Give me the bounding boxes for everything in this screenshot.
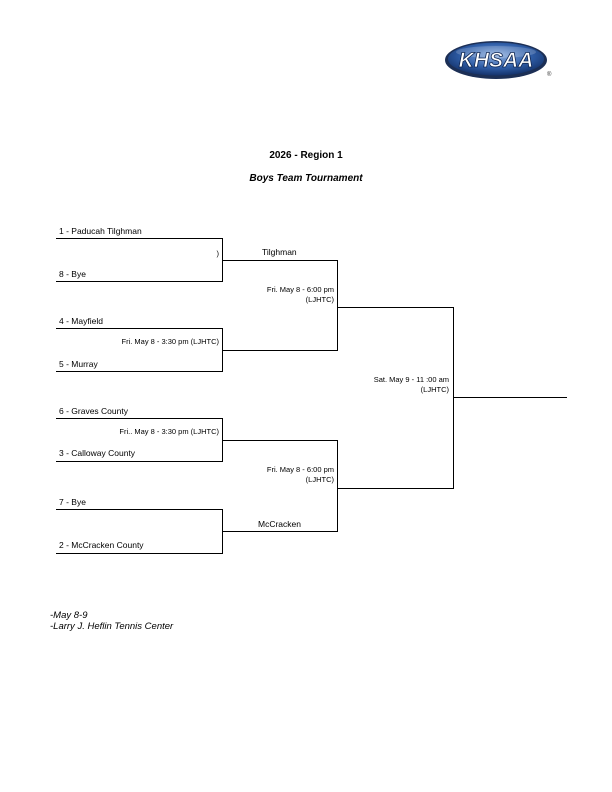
bracket-line [56, 371, 223, 372]
champion-line [453, 397, 567, 398]
bracket-line [337, 260, 338, 350]
bracket-line [222, 440, 337, 441]
bracket-line [56, 461, 223, 462]
bracket-line [56, 238, 222, 239]
bracket-line [222, 328, 223, 371]
final-info-line2: (LJHTC) [420, 385, 449, 394]
page-title: 2026 - Region 1 [269, 150, 343, 161]
semifinal-2-info-line2: (LJHTC) [305, 475, 334, 484]
seed-7-team: 7 - Bye [59, 497, 86, 507]
semifinal-2-winner: McCracken [258, 519, 301, 529]
seed-3-team: 3 - Calloway County [59, 448, 136, 458]
final-info-line1: Sat. May 9 - 11 :00 am [373, 375, 449, 384]
notes-venue: -Larry J. Heflin Tennis Center [50, 621, 174, 632]
match-2-info: Fri. May 8 - 3:30 pm (LJHTC) [121, 337, 219, 346]
semifinal-1-info-line2: (LJHTC) [305, 295, 334, 304]
seed-2-team: 2 - McCracken County [59, 540, 144, 550]
seed-8-team: 8 - Bye [59, 269, 86, 279]
bracket-line [56, 553, 223, 554]
bracket-line [222, 238, 223, 281]
seed-5-team: 5 - Murray [59, 359, 98, 369]
bracket-line [222, 531, 338, 532]
bracket-line [56, 328, 222, 329]
match-1-info: ) [216, 249, 220, 258]
semifinal-1-winner: Tilghman [262, 247, 297, 257]
bracket-line [222, 260, 337, 261]
bracket-line [222, 350, 338, 351]
bracket-line [56, 509, 222, 510]
bracket-line [56, 418, 222, 419]
bracket-line [337, 440, 338, 531]
semifinal-1-info-line1: Fri. May 8 - 6:00 pm [266, 285, 334, 294]
bracket-line [337, 307, 453, 308]
match-3-info: Fri.. May 8 - 3:30 pm (LJHTC) [119, 427, 219, 436]
logo-registered-mark: ® [547, 71, 552, 78]
semifinal-2-info-line1: Fri. May 8 - 6:00 pm [266, 465, 334, 474]
notes-dates: -May 8-9 [50, 610, 88, 621]
logo-text: KHSAA [459, 49, 534, 72]
bracket-line [222, 418, 223, 461]
seed-6-team: 6 - Graves County [59, 406, 128, 416]
bracket-line [337, 488, 454, 489]
bracket-line [56, 281, 223, 282]
seed-1-team: 1 - Paducah Tilghman [59, 226, 142, 236]
khsaa-logo: KHSAA ® [443, 38, 553, 82]
seed-4-team: 4 - Mayfield [59, 316, 103, 326]
page-subtitle: Boys Team Tournament [249, 173, 363, 184]
